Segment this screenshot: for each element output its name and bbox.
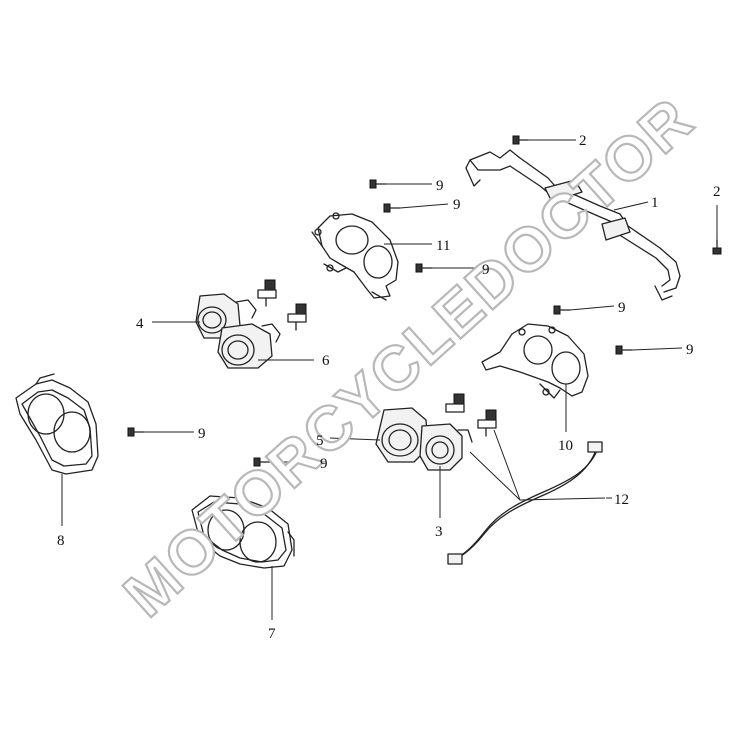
screw-9f <box>127 427 145 437</box>
screw-2a <box>512 135 529 145</box>
screw-9e <box>615 345 633 355</box>
callout-1: 1 <box>651 195 659 211</box>
part-bulbs-lower <box>445 393 497 437</box>
watermark-text: MOTORCYCLEDOCTOR <box>111 84 707 630</box>
callout-9b: 9 <box>453 197 461 213</box>
part-headlight-upper <box>195 293 281 369</box>
part-lower-bracket <box>481 323 589 399</box>
callout-11: 11 <box>436 238 450 254</box>
screw-2b <box>712 239 722 255</box>
callout-9a: 9 <box>436 178 444 194</box>
screw-9g <box>253 457 271 467</box>
part-wiring-harness <box>447 429 606 565</box>
callout-3: 3 <box>435 524 443 540</box>
part-left-cover <box>15 373 99 475</box>
callout-9c: 9 <box>482 262 490 278</box>
callout-9g: 9 <box>320 456 328 472</box>
screw-9a <box>369 179 387 189</box>
callout-9e: 9 <box>686 342 694 358</box>
part-mounting-bar <box>465 149 681 301</box>
screws <box>127 135 722 467</box>
callout-2a: 2 <box>579 133 587 149</box>
callout-5: 5 <box>316 433 324 449</box>
callout-9d: 9 <box>618 300 626 316</box>
callout-2b: 2 <box>713 184 721 200</box>
callout-9f: 9 <box>198 426 206 442</box>
callout-8: 8 <box>57 533 65 549</box>
watermark: MOTORCYCLEDOCTOR <box>110 83 708 631</box>
callout-7: 7 <box>268 626 276 642</box>
screw-9b <box>383 203 401 213</box>
callout-6: 6 <box>322 353 330 369</box>
part-bulbs-upper <box>257 279 307 331</box>
part-lower-cover <box>191 495 295 569</box>
screw-9c <box>415 263 433 273</box>
callout-10: 10 <box>558 438 573 454</box>
part-headlight-lower <box>375 407 473 471</box>
leader-lines <box>61 139 718 620</box>
callout-12: 12 <box>614 492 629 508</box>
part-upper-bracket <box>311 212 399 301</box>
callout-labels: 1 2 2 3 4 5 6 7 8 9 9 9 9 9 9 9 10 11 12 <box>57 133 721 642</box>
screw-9d <box>553 305 571 315</box>
callout-4: 4 <box>136 316 144 332</box>
